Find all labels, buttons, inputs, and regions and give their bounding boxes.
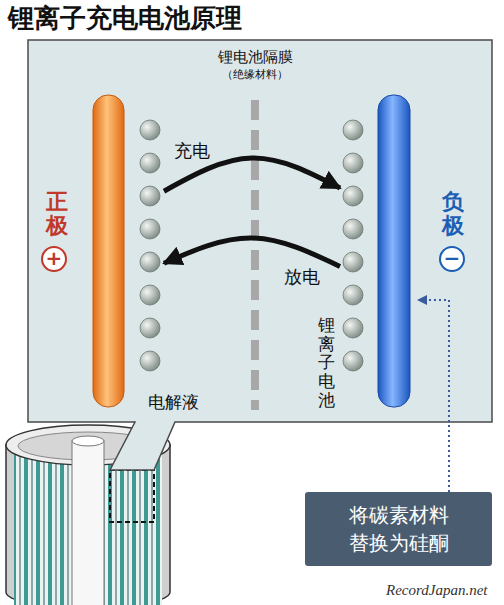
separator-line xyxy=(251,100,259,410)
text-holder: 正极 xyxy=(46,190,68,238)
positive-electrode-box: 正极+ xyxy=(86,92,164,412)
text-holder: − xyxy=(439,246,465,272)
separator-box: 锂电池隔膜（绝缘材料） xyxy=(200,46,310,412)
text-holder: 负极 xyxy=(442,190,464,238)
lithium-ion xyxy=(140,318,160,338)
positive-electrode xyxy=(93,95,124,407)
separator-label: 锂电池隔膜 xyxy=(200,48,310,67)
center-tube xyxy=(72,441,104,605)
text-holder: + xyxy=(41,246,67,272)
label-holder: RecordJapan.net xyxy=(386,582,488,599)
arrow-label: 放电 xyxy=(284,266,320,288)
zoom-box xyxy=(110,470,154,522)
text-holder: 锂电池隔膜 xyxy=(200,48,310,67)
polarity-symbol: + xyxy=(41,246,67,272)
diagram-title: 锂离子充电电池原理 xyxy=(8,3,242,34)
arrow-label: 充电 xyxy=(174,140,210,162)
center-tube-top xyxy=(72,436,104,446)
lithium-ion xyxy=(343,252,363,272)
lithium-ion xyxy=(140,153,160,173)
negative-electrode-box: 负极− xyxy=(340,92,418,412)
lithium-ion xyxy=(343,351,363,371)
callout-text: 将碳素材料 替换为硅酮 xyxy=(340,501,458,557)
lithium-ion xyxy=(140,120,160,140)
lithium-ion xyxy=(343,219,363,239)
lithium-ion xyxy=(140,219,160,239)
battery-name: 锂离子电池 xyxy=(318,316,335,409)
lithium-ion xyxy=(343,186,363,206)
separator-note: （绝缘材料） xyxy=(200,68,310,82)
electrode-label: 负极 xyxy=(442,190,464,238)
label-holder: 充电 xyxy=(174,140,210,162)
lithium-ion xyxy=(343,285,363,305)
lithium-ion xyxy=(343,153,363,173)
lithium-ion xyxy=(140,252,160,272)
callout-pointer xyxy=(418,300,449,492)
title-holder: 锂离子充电电池原理 xyxy=(8,3,242,34)
polarity-symbol: − xyxy=(439,246,465,272)
lithium-ion xyxy=(140,351,160,371)
callout-box: 将碳素材料 替换为硅酮 xyxy=(305,492,492,566)
lithium-ion xyxy=(343,318,363,338)
electrolyte-label: 电解液 xyxy=(148,392,199,412)
watermark: RecordJapan.net xyxy=(386,582,488,599)
lithium-ion xyxy=(140,186,160,206)
lithium-ion xyxy=(343,120,363,140)
ion-flow-arrow xyxy=(164,158,340,191)
label-holder: 放电 xyxy=(284,266,320,288)
label-holder: 锂离子电池 xyxy=(318,316,335,409)
label-holder: 电解液 xyxy=(148,392,199,412)
electrode-label: 正极 xyxy=(46,190,68,238)
ion-flow-arrow xyxy=(164,238,340,266)
zoom-panel xyxy=(28,40,492,470)
negative-electrode xyxy=(378,95,410,407)
lithium-ion xyxy=(140,285,160,305)
text-holder: （绝缘材料） xyxy=(200,68,310,82)
